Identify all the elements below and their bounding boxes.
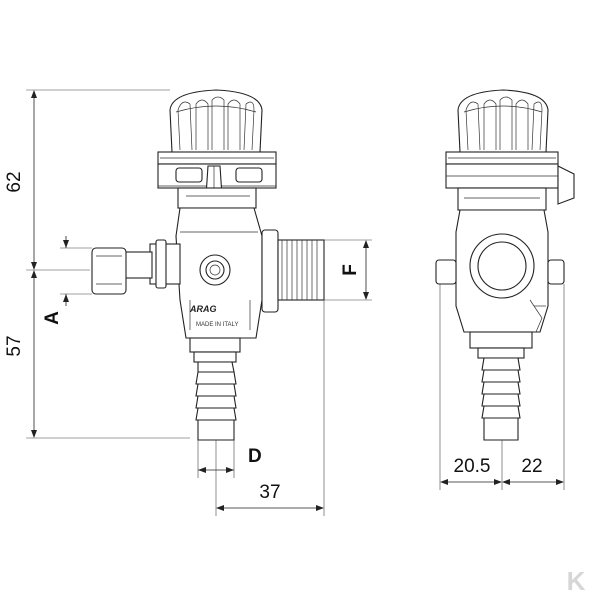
dim-width-right: 37 [215, 300, 325, 516]
dim-d: D [197, 440, 262, 478]
brand-stamp: ARAG [189, 304, 217, 314]
dim-f: F [324, 239, 372, 301]
front-center-port [199, 254, 231, 286]
front-neck [177, 187, 257, 209]
front-left-coupling [91, 239, 181, 295]
dim-a-label: A [42, 311, 63, 325]
dim-height-upper-label: 62 [4, 171, 25, 192]
side-view [435, 89, 575, 441]
dim-height-upper: 62 [4, 90, 37, 270]
dim-side-left-label: 20.5 [454, 456, 491, 477]
front-hose-barb [189, 337, 241, 441]
dim-side: 20.5 22 [439, 284, 565, 490]
dimension-lines: 62 57 A F [4, 89, 565, 516]
corner-logo: K [567, 566, 586, 596]
side-body [435, 209, 565, 333]
dim-width-right-label: 37 [259, 482, 280, 503]
dim-d-label: D [248, 446, 262, 467]
side-neck [457, 187, 547, 211]
side-scale-ring [445, 151, 575, 205]
dim-f-label: F [340, 264, 361, 276]
side-hose-barb [469, 331, 533, 441]
dim-height-lower-label: 57 [4, 335, 25, 356]
front-view: ARAG MADE IN ITALY [91, 89, 325, 441]
dim-height-lower: 57 [4, 270, 37, 438]
made-in-stamp: MADE IN ITALY [196, 322, 238, 328]
front-right-thread [261, 229, 325, 313]
side-knob [457, 89, 549, 153]
front-knob [169, 89, 263, 153]
dim-side-right-label: 22 [521, 456, 542, 477]
dim-a: A [42, 236, 92, 325]
front-body-stamping: ARAG MADE IN ITALY [189, 304, 238, 328]
